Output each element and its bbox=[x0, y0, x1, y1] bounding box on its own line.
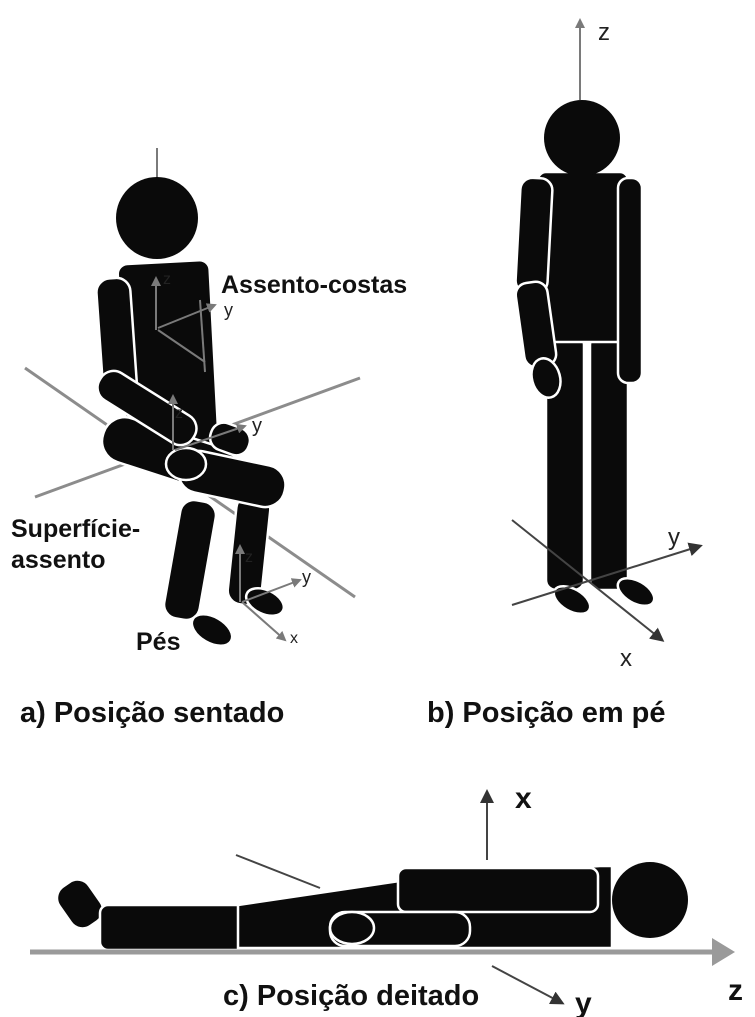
backrest-y-label: y bbox=[224, 300, 233, 320]
backrest-vertical bbox=[199, 299, 206, 373]
lying-leg bbox=[98, 903, 247, 952]
lying-slant-line bbox=[235, 854, 321, 889]
caption-c: c) Posição deitado bbox=[223, 980, 479, 1012]
lying-y-label: y bbox=[575, 987, 592, 1017]
head bbox=[116, 177, 198, 259]
seat-y-axis bbox=[174, 423, 247, 451]
standing-figure bbox=[514, 100, 656, 616]
backrest-label: Assento-costas bbox=[221, 271, 407, 299]
lying-upper-arm bbox=[396, 866, 600, 914]
feet-z-label: z bbox=[245, 549, 253, 566]
left-shin bbox=[162, 498, 218, 622]
raised-foot bbox=[55, 878, 105, 930]
seat-y-label: y bbox=[252, 415, 262, 437]
standing-x-axis bbox=[511, 519, 665, 642]
lying-z-label: z bbox=[728, 974, 743, 1007]
right-foot-standing bbox=[616, 576, 656, 608]
panel-a-seated: z y z y z y x Assento-costas Superfície-… bbox=[11, 148, 407, 729]
lying-y-axis bbox=[491, 965, 565, 1005]
lying-z-arrowhead bbox=[712, 938, 735, 966]
lying-figure bbox=[55, 862, 688, 952]
standing-y-axis bbox=[511, 542, 703, 606]
feet-x-label: x bbox=[290, 630, 298, 647]
left-hand bbox=[530, 357, 562, 399]
feet-y-label: y bbox=[302, 567, 311, 587]
standing-x-label: x bbox=[620, 645, 632, 672]
seat-surface-label-line1: Superfície- bbox=[11, 515, 140, 543]
lying-x-label: x bbox=[515, 782, 532, 815]
seated-axes: z y z y z y x bbox=[151, 271, 311, 647]
seat-z-label: z bbox=[175, 405, 183, 422]
backrest-x-axis bbox=[157, 329, 206, 363]
feet-label: Pés bbox=[136, 628, 180, 656]
panel-b-standing: z y x b) Posição em pé bbox=[427, 18, 703, 729]
seat-surface-label-line2: assento bbox=[11, 546, 105, 574]
caption-b: b) Posição em pé bbox=[427, 697, 666, 729]
backrest-z-label: z bbox=[163, 271, 171, 288]
left-foot bbox=[190, 613, 234, 647]
lying-arm-gap bbox=[236, 900, 426, 914]
panel-c-lying: x z y c) Posição deitado bbox=[30, 782, 743, 1017]
standing-head bbox=[544, 100, 620, 176]
backrest-y-axis bbox=[157, 303, 217, 329]
right-arm bbox=[616, 176, 644, 385]
hand bbox=[164, 446, 208, 482]
caption-a: a) Posição sentado bbox=[20, 697, 284, 729]
lying-hand bbox=[328, 910, 376, 946]
feet-x-axis bbox=[241, 601, 287, 642]
standing-z-label: z bbox=[598, 19, 610, 46]
feet-y-axis bbox=[241, 578, 302, 603]
lying-head bbox=[612, 862, 688, 938]
seated-figure bbox=[95, 177, 287, 647]
left-foot-standing bbox=[552, 584, 592, 616]
standing-y-label: y bbox=[668, 524, 680, 551]
left-upper-arm bbox=[514, 176, 554, 295]
forearm bbox=[96, 369, 198, 447]
